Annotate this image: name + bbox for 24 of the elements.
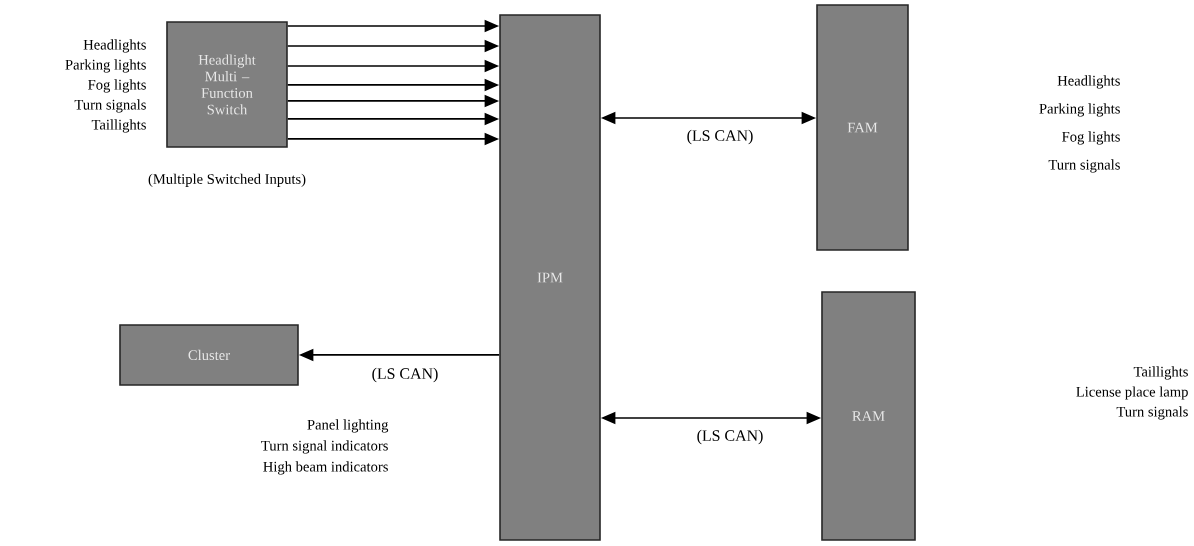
light-list-item: Turn signals — [1116, 406, 1188, 420]
light-list-item: Turn signal indicators — [261, 440, 388, 454]
light-list-item: Parking lights — [1039, 103, 1120, 117]
edge-label: (LS CAN) — [685, 128, 755, 146]
light-list-item: Fog lights — [88, 79, 146, 93]
module-box: Cluster — [119, 324, 299, 386]
switch-box: Headlight Multi – Function Switch — [166, 21, 288, 148]
light-list-item: High beam indicators — [263, 461, 388, 475]
light-list-item: License place lamp — [1076, 386, 1188, 400]
light-list-item: Turn signals — [1048, 159, 1120, 173]
light-list-item: Panel lighting — [307, 419, 389, 433]
light-list-item: Turn signals — [74, 99, 146, 113]
light-list-item: Fog lights — [1062, 131, 1120, 145]
module-box: IPM — [499, 14, 601, 541]
light-list-item: Headlights — [1057, 75, 1120, 89]
edge-label: (LS CAN) — [370, 366, 440, 384]
module-box: RAM — [821, 291, 916, 541]
light-list-item: Taillights — [91, 119, 146, 133]
node-caption: (Multiple Switched Inputs) — [148, 173, 306, 187]
light-list-item: Parking lights — [65, 59, 146, 73]
module-box: FAM — [816, 4, 909, 251]
light-list-item: Taillights — [1133, 366, 1188, 380]
light-list-item: Headlights — [83, 39, 146, 53]
edge-label: (LS CAN) — [695, 428, 765, 446]
